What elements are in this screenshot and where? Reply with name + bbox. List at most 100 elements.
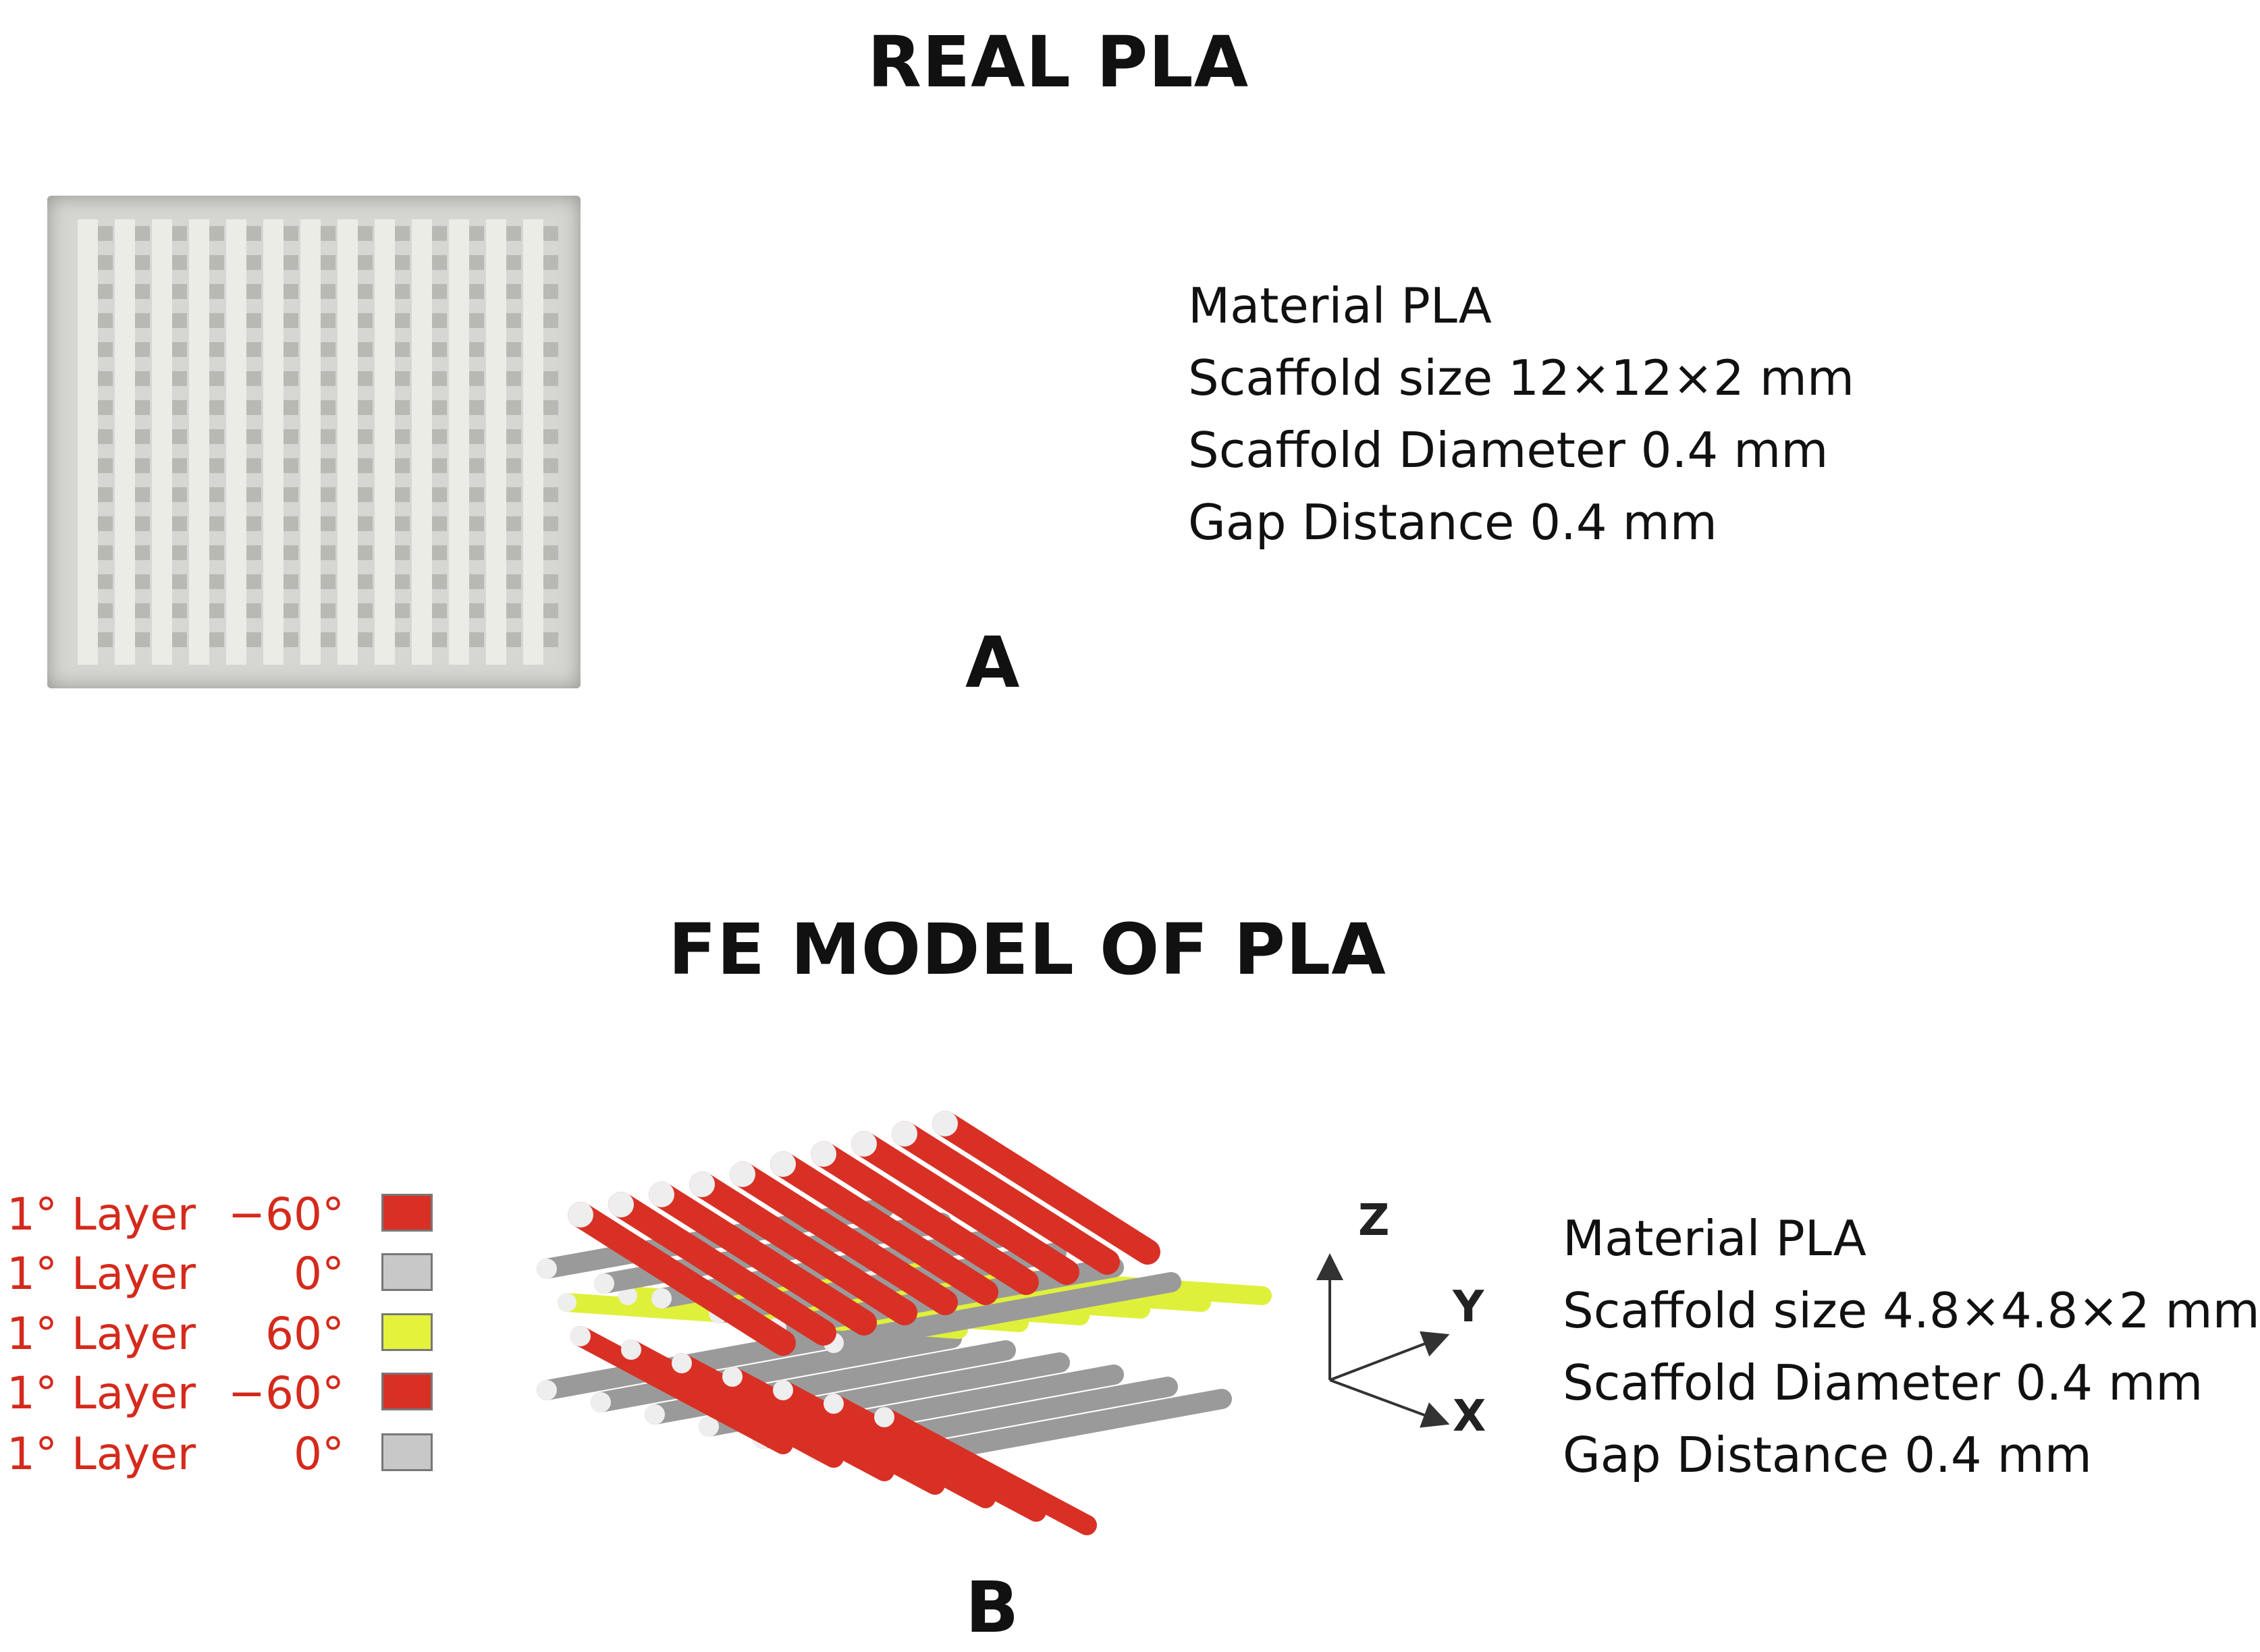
scaffold-pore: [358, 516, 373, 531]
fe-strand-end: [608, 1192, 634, 1217]
scaffold-strand: [338, 219, 358, 665]
scaffold-pore: [543, 545, 558, 560]
scaffold-pore: [358, 226, 373, 241]
scaffold-pore: [395, 545, 410, 560]
scaffold-pore: [543, 429, 558, 444]
panel-a-specs: Material PLA Scaffold size 12×12×2 mm Sc…: [1188, 270, 1854, 559]
scaffold-pore: [172, 284, 187, 299]
scaffold-strand: [412, 219, 432, 665]
scaffold-pore: [98, 255, 113, 270]
scaffold-pore: [506, 429, 521, 444]
scaffold-pore: [506, 632, 521, 647]
legend-row: 1° Layer 0°: [0, 1424, 459, 1485]
scaffold-pore: [395, 371, 410, 386]
fe-strand-end: [672, 1353, 692, 1373]
fe-strand: [568, 1202, 796, 1356]
scaffold-pore: [135, 603, 150, 618]
scaffold-pore: [543, 255, 558, 270]
scaffold-pore: [246, 400, 261, 415]
scaffold-pore: [432, 342, 447, 357]
scaffold-pore: [135, 284, 150, 299]
fe-strand: [851, 1131, 1079, 1285]
scaffold-pore: [135, 313, 150, 328]
scaffold-pore: [246, 313, 261, 328]
scaffold-pore: [506, 255, 521, 270]
scaffold-strand: [226, 219, 246, 665]
scaffold-pore: [506, 400, 521, 415]
scaffold-pore: [209, 255, 224, 270]
scaffold-pore: [432, 284, 447, 299]
scaffold-pore: [98, 574, 113, 589]
scaffold-pore: [98, 400, 113, 415]
scaffold-pore: [358, 400, 373, 415]
scaffold-pore: [321, 284, 335, 299]
scaffold-pore: [135, 226, 150, 241]
scaffold-pore: [98, 487, 113, 502]
legend-angle-label: −60°: [227, 1188, 344, 1240]
scaffold-pore: [543, 284, 558, 299]
panel-a-title: REAL PLA: [867, 21, 1249, 103]
scaffold-pore: [395, 603, 410, 618]
spec-scaffold-diameter: Scaffold Diameter 0.4 mm: [1563, 1354, 2203, 1411]
scaffold-pore: [172, 255, 187, 270]
scaffold-pore: [432, 313, 447, 328]
scaffold-pore: [284, 255, 298, 270]
fe-strand-end: [722, 1367, 743, 1387]
scaffold-pore: [135, 371, 150, 386]
scaffold-pore: [172, 313, 187, 328]
scaffold-pore: [321, 516, 335, 531]
coordinate-axes: Z Y X: [1316, 1196, 1486, 1441]
fe-strand: [824, 1394, 1046, 1522]
scaffold-pore: [98, 226, 113, 241]
panel-b-specs: Material PLA Scaffold size 4.8×4.8×2 mm …: [1563, 1203, 2260, 1491]
scaffold-pore: [284, 371, 298, 386]
scaffold-photo: [47, 196, 581, 688]
scaffold-pore: [209, 516, 224, 531]
scaffold-strand: [486, 219, 506, 665]
scaffold-pore: [98, 429, 113, 444]
legend-layer-label: 1° Layer: [7, 1308, 196, 1360]
legend-swatch: [381, 1433, 433, 1471]
scaffold-pore: [506, 487, 521, 502]
legend-swatch: [381, 1313, 433, 1351]
scaffold-pore: [98, 603, 113, 618]
legend-swatch: [381, 1253, 433, 1291]
scaffold-pore: [209, 284, 224, 299]
scaffold-pore: [469, 226, 484, 241]
fe-strand: [824, 1272, 1181, 1353]
scaffold-pore: [284, 603, 298, 618]
scaffold-pore: [284, 458, 298, 473]
scaffold-pore: [543, 632, 558, 647]
scaffold-pore: [98, 458, 113, 473]
fe-strand-end: [770, 1151, 796, 1177]
scaffold-pore: [246, 458, 261, 473]
legend-angle-label: 60°: [265, 1308, 344, 1360]
legend-layer-label: 1° Layer: [7, 1367, 196, 1419]
scaffold-pore: [432, 226, 447, 241]
legend-row: 1° Layer −60°: [0, 1363, 459, 1424]
scaffold-pore: [469, 313, 484, 328]
scaffold-pore: [432, 516, 447, 531]
scaffold-pore: [284, 429, 298, 444]
scaffold-pore: [172, 574, 187, 589]
scaffold-pore: [469, 371, 484, 386]
scaffold-pore: [469, 545, 484, 560]
scaffold-pore: [98, 371, 113, 386]
scaffold-pore: [543, 487, 558, 502]
scaffold-pore: [543, 371, 558, 386]
scaffold-pore: [284, 226, 298, 241]
scaffold-pore: [469, 255, 484, 270]
fe-strand-end: [932, 1111, 958, 1136]
scaffold-pore: [209, 458, 224, 473]
scaffold-strand: [449, 219, 469, 665]
scaffold-strand: [263, 219, 284, 665]
scaffold-pore: [98, 313, 113, 328]
scaffold-pore: [321, 458, 335, 473]
scaffold-pore: [358, 313, 373, 328]
scaffold-pore: [209, 487, 224, 502]
scaffold-pore: [432, 400, 447, 415]
scaffold-pore: [469, 487, 484, 502]
fe-strand: [730, 1161, 958, 1315]
fe-strand-end: [645, 1404, 665, 1425]
fe-strand: [570, 1326, 793, 1454]
